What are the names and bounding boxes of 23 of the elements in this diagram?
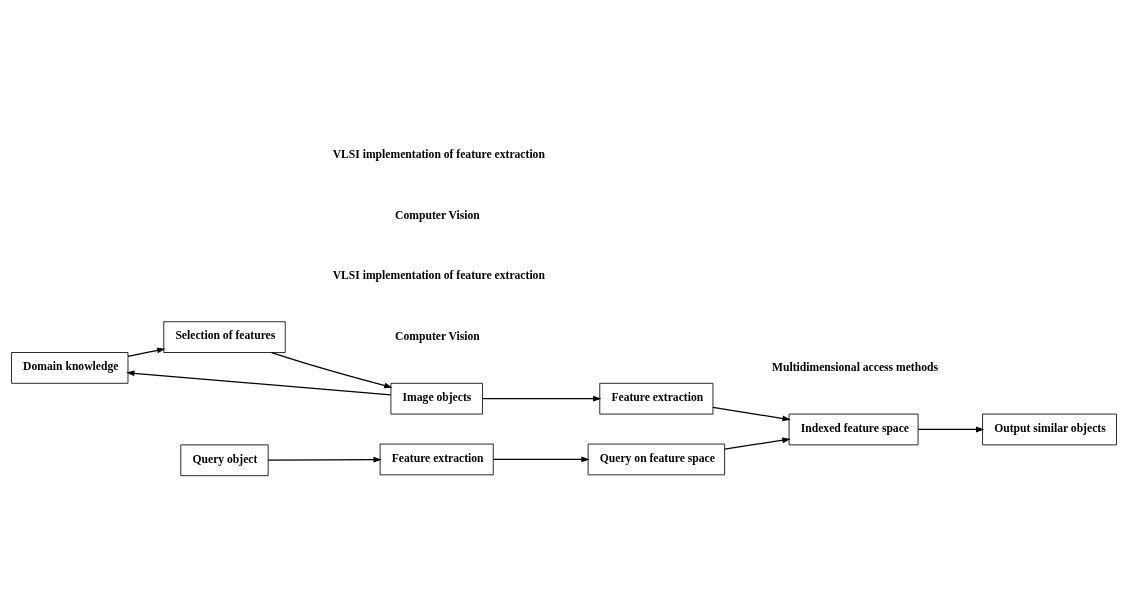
arrow [126, 370, 392, 396]
label: Multidimensional access methods [772, 360, 939, 374]
label: VLSI implementation of feature extraction [332, 147, 545, 161]
arrow [127, 347, 166, 357]
arrow [917, 426, 985, 433]
arrow [724, 437, 791, 450]
arrow [492, 456, 590, 463]
arrow [712, 406, 791, 422]
arrow [267, 456, 382, 463]
node-box: Output similar objects [982, 413, 1117, 446]
node-box: Image objects [390, 382, 483, 415]
label: Computer Vision [395, 330, 480, 344]
node-box: Query object [180, 444, 269, 477]
node-box: Feature extraction [379, 443, 494, 476]
node-box: Query on feature space [587, 443, 725, 476]
node-box: Domain knowledge [11, 352, 129, 384]
arrow [271, 351, 393, 389]
node-box: Selection of features [163, 321, 286, 353]
label: Computer Vision [395, 208, 480, 222]
node-box: Feature extraction [599, 382, 714, 415]
arrow [482, 395, 602, 402]
node-box: Indexed feature space [788, 413, 919, 446]
label: VLSI implementation of feature extraction [332, 269, 545, 283]
